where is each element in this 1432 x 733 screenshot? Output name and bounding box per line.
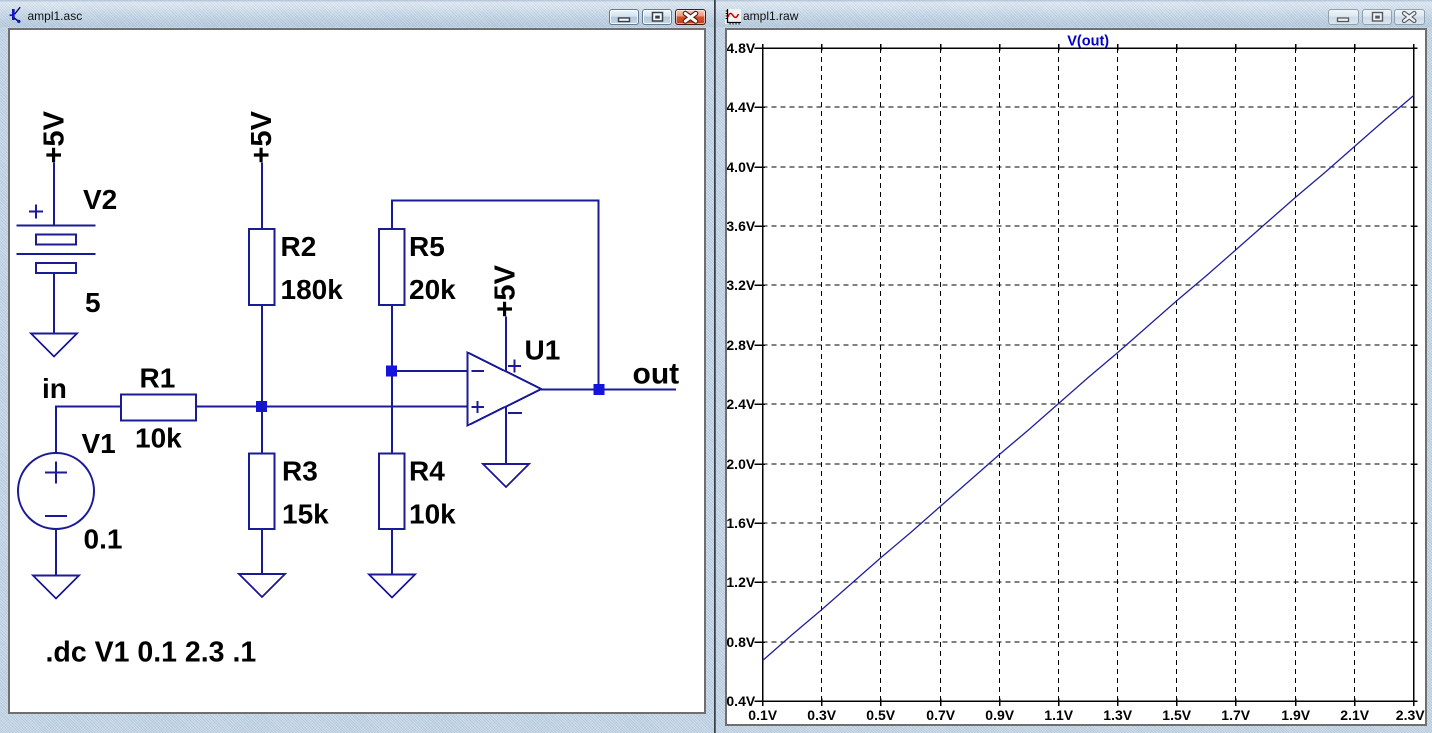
svg-text:1.2V: 1.2V [727,574,756,590]
svg-text:0.7V: 0.7V [926,707,955,723]
svg-text:0.4V: 0.4V [727,693,756,709]
svg-text:0.9V: 0.9V [985,707,1014,723]
svg-text:+5V: +5V [39,110,71,163]
svg-text:R4: R4 [409,455,445,486]
svg-text:V2: V2 [83,184,117,215]
svg-text:0.5V: 0.5V [866,707,895,723]
svg-text:1.6V: 1.6V [727,515,756,531]
svg-text:1.1V: 1.1V [1044,707,1073,723]
svg-text:R1: R1 [140,362,176,393]
svg-text:0.1: 0.1 [84,523,123,554]
svg-text:4.0V: 4.0V [727,159,756,175]
svg-text:0.3V: 0.3V [807,707,836,723]
svg-text:5: 5 [85,287,101,318]
svg-text:4.8V: 4.8V [727,40,756,56]
svg-text:V(out): V(out) [1067,33,1109,49]
svg-text:10k: 10k [135,422,182,453]
svg-text:+5V: +5V [246,110,278,163]
svg-text:0.1V: 0.1V [748,707,777,723]
svg-text:R5: R5 [409,231,445,262]
svg-text:0.8V: 0.8V [727,634,756,650]
svg-text:R2: R2 [281,231,317,262]
svg-text:15k: 15k [282,498,329,529]
svg-text:in: in [42,373,67,404]
svg-text:1.9V: 1.9V [1281,707,1310,723]
svg-text:2.8V: 2.8V [727,337,756,353]
svg-text:2.1V: 2.1V [1340,707,1369,723]
svg-text:2.4V: 2.4V [727,396,756,412]
svg-text:2.3V: 2.3V [1396,707,1425,723]
svg-text:+5V: +5V [490,264,522,317]
svg-text:1.5V: 1.5V [1162,707,1191,723]
svg-text:1.7V: 1.7V [1221,707,1250,723]
svg-text:R3: R3 [282,455,318,486]
svg-text:3.2V: 3.2V [727,277,756,293]
svg-text:out: out [633,357,680,390]
svg-text:20k: 20k [409,274,456,305]
svg-text:4.4V: 4.4V [727,99,756,115]
svg-text:1.3V: 1.3V [1103,707,1132,723]
svg-text:2.0V: 2.0V [727,456,756,472]
svg-text:V1: V1 [82,428,116,459]
svg-text:3.6V: 3.6V [727,218,756,234]
svg-text:U1: U1 [525,334,561,365]
svg-text:180k: 180k [281,274,344,305]
svg-text:10k: 10k [409,498,456,529]
svg-text:.dc V1 0.1 2.3 .1: .dc V1 0.1 2.3 .1 [46,636,257,668]
